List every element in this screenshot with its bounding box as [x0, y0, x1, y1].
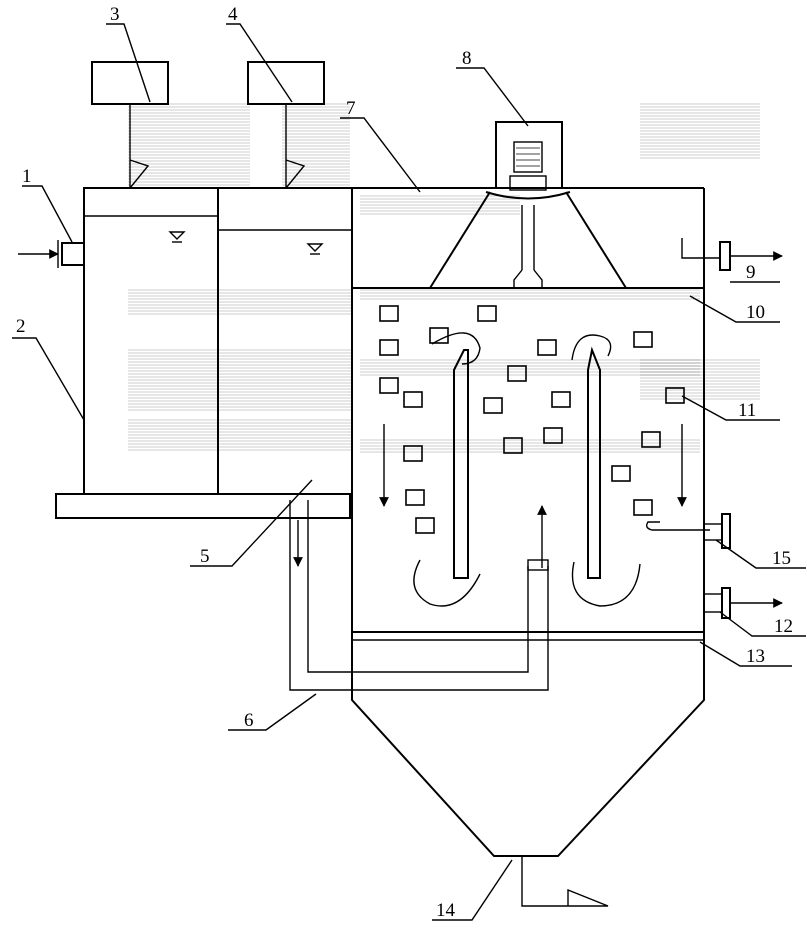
water-outlet — [703, 587, 783, 619]
label-2: 2 — [16, 316, 26, 337]
label-12: 12 — [774, 616, 793, 637]
label-7: 7 — [346, 98, 356, 119]
carrier-block — [633, 331, 653, 348]
water-level-symbol-b — [306, 243, 324, 255]
label-14: 14 — [436, 900, 456, 921]
carrier-block — [379, 377, 399, 394]
flow-arrows — [379, 332, 687, 607]
sludge-outlet — [521, 856, 609, 907]
inlet-pipe — [18, 240, 85, 268]
carrier-block — [403, 391, 423, 408]
gas-outlet — [681, 238, 783, 271]
label-6: 6 — [244, 710, 254, 731]
first-tank — [83, 187, 219, 495]
carrier-block — [641, 431, 661, 448]
draft-tube-left — [453, 349, 469, 579]
label-8: 8 — [462, 48, 472, 69]
leader-lines — [12, 23, 806, 921]
carrier-block — [503, 437, 523, 454]
carrier-block — [379, 339, 399, 356]
carrier-block — [405, 489, 425, 506]
second-tank — [217, 187, 353, 495]
label-15: 15 — [772, 548, 791, 569]
background-hatch — [128, 103, 760, 453]
dosing-box-b — [247, 61, 325, 105]
carrier-block — [543, 427, 563, 444]
carrier-block — [537, 339, 557, 356]
dosing-pipe-a — [129, 104, 150, 189]
label-11: 11 — [738, 400, 756, 421]
label-9: 9 — [746, 262, 756, 283]
stirring-motor — [495, 121, 563, 191]
carrier-block — [483, 397, 503, 414]
carrier-block — [403, 445, 423, 462]
carrier-block — [665, 387, 685, 404]
carrier-block — [415, 517, 435, 534]
label-1: 1 — [22, 166, 32, 187]
carrier-block — [633, 499, 653, 516]
dosing-box-a — [91, 61, 169, 105]
label-10: 10 — [746, 302, 765, 323]
carrier-block — [379, 305, 399, 322]
carrier-block — [551, 391, 571, 408]
label-3: 3 — [110, 4, 120, 25]
dosing-pipe-b — [285, 104, 306, 189]
side-pipe — [645, 513, 731, 549]
carrier-block — [611, 465, 631, 482]
carrier-block — [507, 365, 527, 382]
label-5: 5 — [200, 546, 210, 567]
base-plate — [55, 493, 351, 519]
carrier-block — [477, 305, 497, 322]
transfer-pipe — [289, 500, 549, 691]
stirring-hood — [429, 191, 627, 289]
label-13: 13 — [746, 646, 765, 667]
draft-tube-right — [587, 346, 601, 579]
carrier-blocks — [379, 305, 685, 534]
carrier-block — [429, 327, 449, 344]
water-level-symbol-a — [168, 231, 186, 243]
label-4: 4 — [228, 4, 238, 25]
